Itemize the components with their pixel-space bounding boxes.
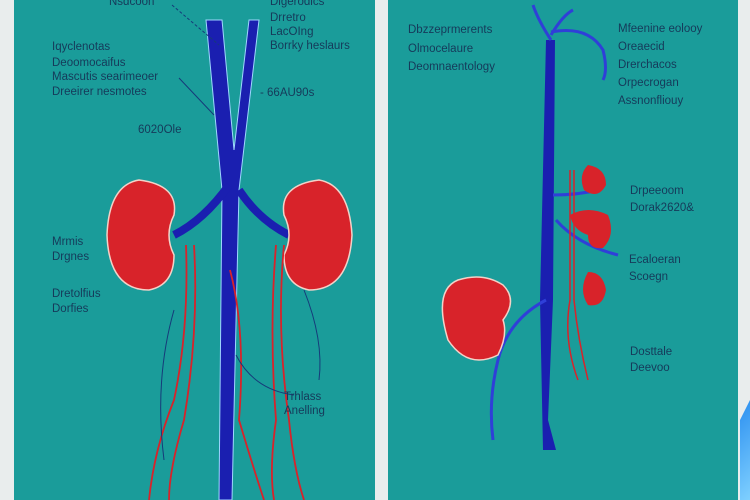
label: Olmocelaure [408,43,473,55]
label: Deevoo [630,362,670,374]
label: Drretro [270,12,306,24]
right-kidney [282,179,353,291]
label: Digerodics [270,0,325,8]
label: Dorfies [52,303,89,315]
kidney [441,276,512,361]
label: Orpecrogan [618,77,679,89]
renal-veins [172,182,291,239]
left-kidney [106,179,176,291]
left-panel-labels: Nsdcoon Digerodics Drretro LacOIng Borrk… [52,0,350,417]
nerves [160,4,321,461]
label: Dreeirer nesmotes [52,86,147,98]
kidney-lobe-3 [583,272,606,306]
label: Drpeeoom [630,185,684,197]
right-panel-labels: Dbzzeprmerents Olmocelaure Deomnaentolog… [408,23,703,374]
label: Drgnes [52,251,89,263]
vein-branches [489,4,619,441]
label: Mrmis [52,236,84,248]
label: Assnonfliouy [618,95,683,107]
label: Dretolfius [52,288,101,300]
label: Dbzzeprmerents [408,24,493,36]
right-diagram-panel: Dbzzeprmerents Olmocelaure Deomnaentolog… [388,0,738,500]
label: Drerchacos [618,59,677,71]
corner-decoration [740,400,750,500]
kidney-lobe-1 [581,165,606,194]
label: 6020Ole [138,124,181,136]
label: Oreaecid [618,41,665,53]
label: Dosttale [630,346,672,358]
label: Deomnaentology [408,61,495,73]
label: Nsdcoon [109,0,154,8]
label: Mascutis searimeoer [52,71,158,83]
label: Borrky heslaurs [270,40,350,52]
label: Mfeenine eolooy [618,23,703,35]
left-diagram-panel: Nsdcoon Digerodics Drretro LacOIng Borrk… [14,0,375,500]
label: Deoomocaifus [52,57,126,69]
label: Ecaloeran [629,254,681,266]
arteries [567,170,589,381]
vena-cava [205,19,260,500]
label: Trhlass [284,391,322,403]
label: LacOIng [270,26,313,38]
vein-trunk [540,40,556,450]
label: Scoegn [629,271,668,283]
arteries [148,244,305,500]
label: Iqyclenotas [52,41,110,53]
kidney-lobe-2 [570,210,612,249]
label: Dorak2620& [630,202,694,214]
label: Anelling [284,405,325,417]
right-kidney-diagram: Dbzzeprmerents Olmocelaure Deomnaentolog… [408,4,703,450]
left-kidney-diagram: Nsdcoon Digerodics Drretro LacOIng Borrk… [52,0,353,500]
label: - 66AU90s [260,87,315,99]
